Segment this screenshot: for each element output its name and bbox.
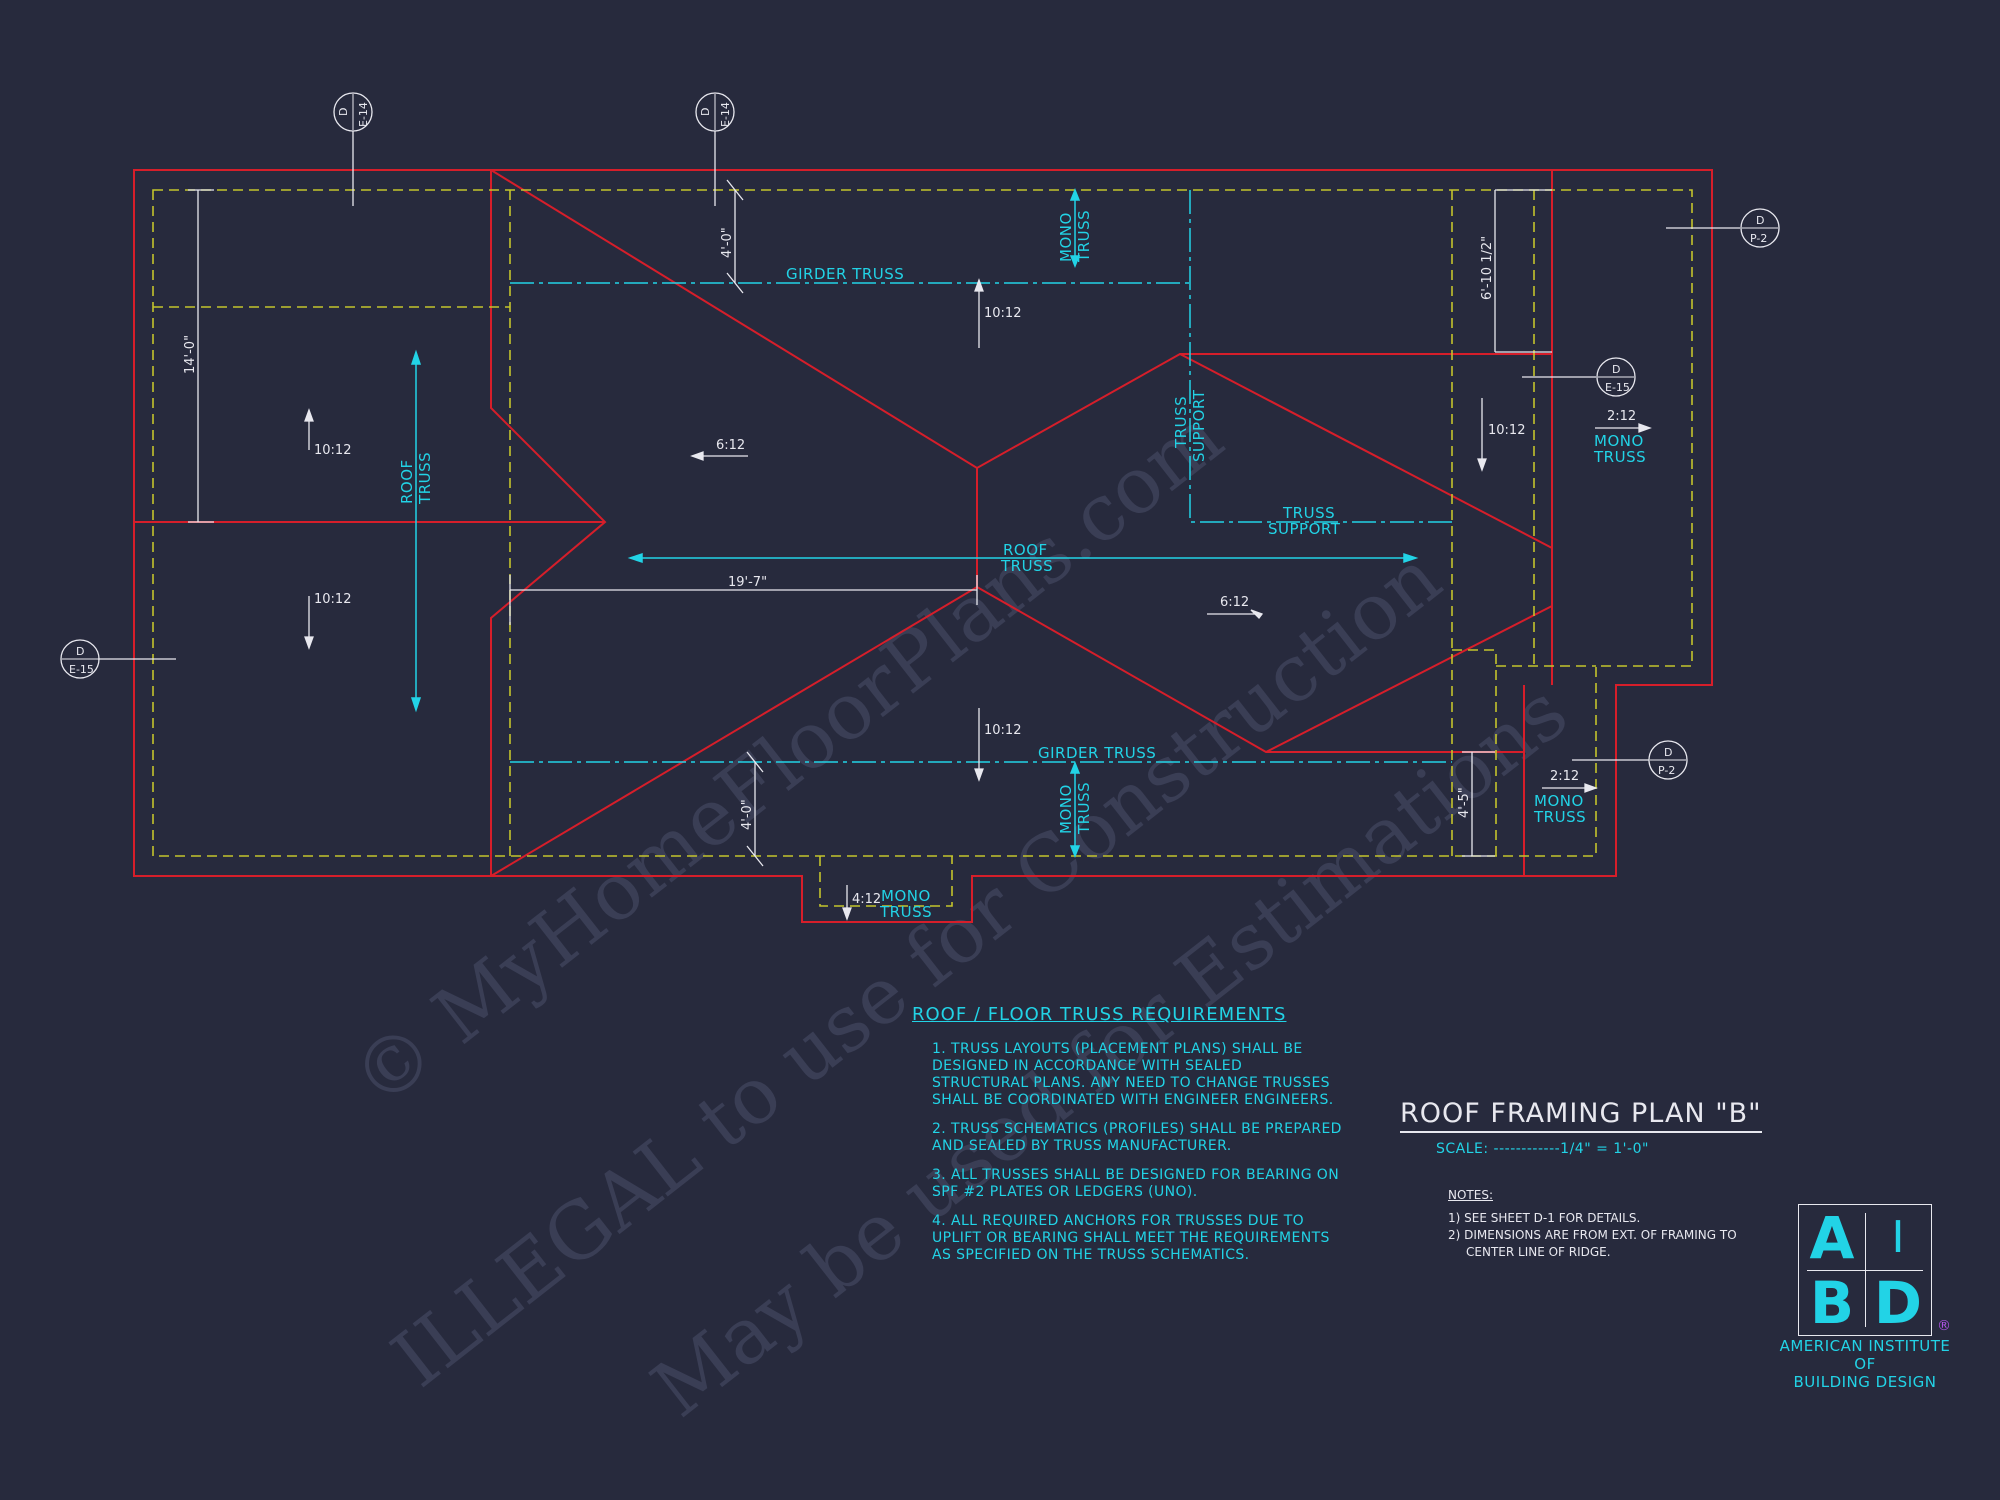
truss-requirement-3: 3. All trusses shall be designed for bea… (932, 1167, 1340, 1200)
pitch-10-12-a: 10:12 (314, 443, 351, 458)
label-truss-support-b: SUPPORT (1268, 520, 1341, 538)
section-tag-4: D E-15 (1596, 357, 1636, 397)
note-2: 2) DIMENSIONS ARE FROM EXT. OF FRAMING T… (1448, 1228, 1737, 1259)
dim-4-5: 4'-5" (1457, 787, 1472, 818)
watermark: © MyHomeFloorPlans.com ILLEGAL to use fo… (336, 392, 1584, 1435)
dim-14-0: 14'-0" (183, 335, 198, 374)
dimension-lines (188, 179, 1552, 867)
pitch-2-12-a: 2:12 (1607, 409, 1636, 424)
label-girder-truss-bottom: GIRDER TRUSS (1038, 744, 1156, 762)
svg-text:P-2: P-2 (1658, 764, 1675, 777)
label-mono-truss-bottom-ratio: 4:12 (852, 892, 881, 907)
label-roof-truss-vertical-b: TRUSS (416, 452, 434, 505)
pitch-10-12-b: 10:12 (314, 592, 351, 607)
label-truss-support-vertical-b: SUPPORT (1190, 389, 1208, 462)
label-mono-truss-bottom-a: MONO (881, 887, 931, 905)
pitch-arrows (304, 278, 1652, 921)
truss-requirement-1: 1. Truss layouts (placement plans) shall… (932, 1041, 1334, 1108)
dim-19-7: 19'-7" (728, 575, 767, 590)
label-roof-truss-vertical-a: ROOF (398, 459, 416, 504)
label-mono-truss-small-b: TRUSS (1533, 808, 1586, 826)
aibd-logo: A I B D (1798, 1203, 1932, 1337)
label-mono-truss-bottom-b: TRUSS (879, 903, 932, 921)
svg-text:E-15: E-15 (1605, 381, 1630, 394)
svg-text:E-14: E-14 (719, 102, 732, 127)
pitch-10-12-c: 10:12 (984, 306, 1021, 321)
truss-direction-arrows (410, 187, 1419, 859)
svg-text:D: D (1664, 746, 1672, 759)
logo-letter-a: A (1809, 1203, 1855, 1272)
svg-text:D: D (1756, 214, 1764, 227)
label-mono-truss-bottom-b: TRUSS (1075, 782, 1093, 835)
plan-title: ROOF FRAMING PLAN "B" (1400, 1098, 1762, 1133)
section-tag-5: D E-15 (60, 639, 100, 679)
truss-requirement-4: 4. All required anchors for trusses due … (932, 1213, 1330, 1263)
dim-6-10: 6'-10 1/2" (1480, 236, 1495, 300)
logo-letter-b: B (1809, 1268, 1855, 1337)
roof-outline (133, 169, 1713, 923)
svg-text:D: D (76, 645, 84, 658)
truss-requirements-title: ROOF / FLOOR TRUSS REQUIREMENTS (912, 1004, 1287, 1025)
note-1: 1) SEE SHEET D-1 FOR DETAILS. (1448, 1211, 1641, 1225)
dim-4-0-top: 4'-0" (720, 227, 735, 258)
label-truss-support-vertical-a: TRUSS (1172, 396, 1190, 449)
label-mono-truss-right-a: MONO (1594, 432, 1644, 450)
truss-lines (510, 190, 1452, 763)
organization-name: AMERICAN INSTITUTE OF BUILDING DESIGN (1779, 1337, 1951, 1391)
label-mono-truss-top-a: MONO (1057, 212, 1075, 262)
label-roof-truss-a: ROOF (1003, 541, 1048, 559)
svg-text:D: D (337, 108, 350, 116)
svg-text:E-14: E-14 (357, 102, 370, 127)
label-mono-truss-small-a: MONO (1534, 792, 1584, 810)
label-mono-truss-right-b: TRUSS (1593, 448, 1646, 466)
registered-mark: ® (1937, 1318, 1951, 1334)
pitch-2-12-b: 2:12 (1550, 769, 1579, 784)
svg-text:D: D (1612, 363, 1620, 376)
section-tag-6: D P-2 (1648, 740, 1688, 780)
pitch-10-12-d: 10:12 (1488, 423, 1525, 438)
pitch-6-12-right: 6:12 (1220, 595, 1249, 610)
pitch-6-12-left: 6:12 (716, 438, 745, 453)
plan-scale: SCALE: ------------1/4" = 1'-0" (1436, 1141, 1649, 1157)
section-leaders (98, 131, 1740, 761)
svg-text:D: D (699, 108, 712, 116)
pitch-10-12-e: 10:12 (984, 723, 1021, 738)
label-truss-support-a: TRUSS (1282, 504, 1335, 522)
truss-requirements: ROOF / FLOOR TRUSS REQUIREMENTS 1. Truss… (912, 1006, 1342, 1276)
svg-text:E-15: E-15 (69, 663, 94, 676)
logo-letter-d: D (1873, 1268, 1923, 1337)
general-notes: NOTES: 1) SEE SHEET D-1 FOR DETAILS. 2) … (1448, 1187, 1780, 1261)
svg-text:P-2: P-2 (1750, 232, 1767, 245)
section-tag-2: D E-14 (695, 92, 735, 132)
bearing-lines (152, 189, 1693, 907)
label-mono-truss-bottom-a: MONO (1057, 784, 1075, 834)
section-tag-1: D E-14 (333, 92, 373, 132)
dim-4-0-bottom: 4'-0" (740, 799, 755, 830)
label-mono-truss-top-b: TRUSS (1075, 210, 1093, 263)
title-block: ROOF FRAMING PLAN "B" SCALE: -----------… (1400, 1098, 1780, 1261)
label-girder-truss-top: GIRDER TRUSS (786, 265, 904, 283)
notes-heading: NOTES: (1448, 1188, 1493, 1202)
logo-letter-i: I (1891, 1212, 1905, 1263)
section-tag-3: D P-2 (1740, 208, 1780, 248)
truss-requirement-2: 2. Truss schematics (profiles) shall be … (932, 1121, 1342, 1154)
label-roof-truss-b: TRUSS (1000, 557, 1053, 575)
